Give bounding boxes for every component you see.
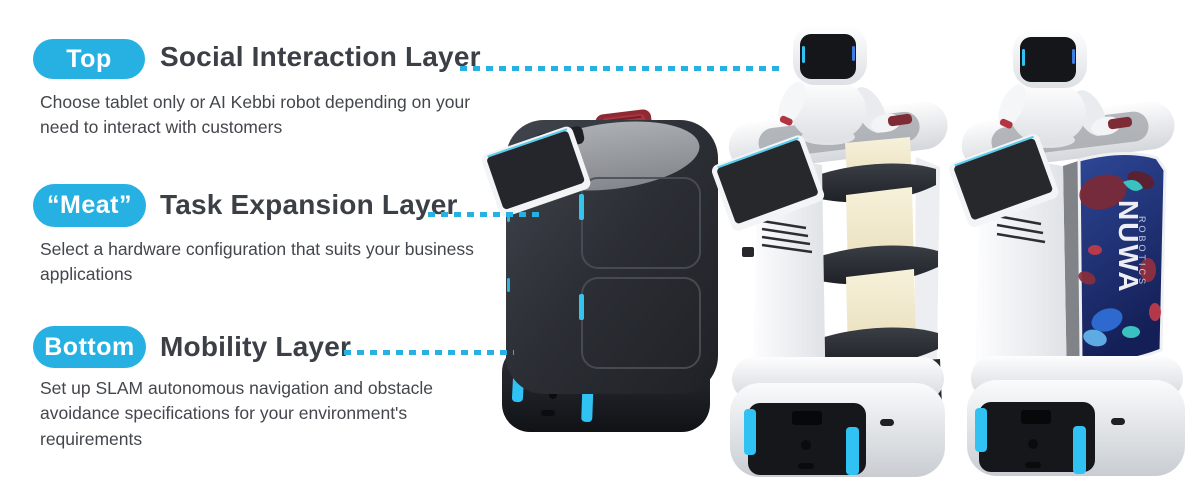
tablet bbox=[948, 134, 1059, 227]
layer-description-task-expansion: Select a hardware configuration that sui… bbox=[40, 239, 474, 285]
kebbi-robot bbox=[778, 25, 913, 145]
dotted-connector-meat bbox=[428, 212, 544, 217]
layer-description-mobility: Set up SLAM autonomous navigation and ob… bbox=[40, 378, 434, 449]
ad-panel: NUWA ROBOTICS bbox=[1077, 151, 1167, 364]
tablet bbox=[481, 126, 591, 217]
shelf-tower bbox=[812, 137, 942, 419]
mobility-base-white bbox=[730, 357, 945, 477]
robot-ad-display: NUWA ROBOTICS bbox=[948, 28, 1185, 476]
layer-badge-top: Top bbox=[33, 39, 145, 79]
kebbi-face-screen bbox=[800, 34, 856, 79]
robot-open-shelves bbox=[711, 25, 948, 477]
vent-lines bbox=[996, 214, 1046, 244]
vent-lines bbox=[761, 219, 813, 254]
kebbi-face-screen bbox=[1020, 37, 1076, 82]
tablet bbox=[711, 135, 825, 231]
robot-closed-cabinet bbox=[481, 109, 718, 432]
layer-title-task-expansion: Task Expansion Layer bbox=[160, 189, 458, 220]
layer-title-mobility: Mobility Layer bbox=[160, 331, 352, 362]
dotted-connector-bottom bbox=[344, 350, 514, 355]
ad-sub-text: ROBOTICS bbox=[1137, 216, 1147, 287]
layer-title-social-interaction: Social Interaction Layer bbox=[160, 41, 481, 72]
kebbi-robot bbox=[998, 28, 1133, 148]
layer-badge-meat: “Meat” bbox=[33, 184, 146, 227]
layer-description-social-interaction: Choose tablet only or AI Kebbi robot dep… bbox=[40, 92, 471, 138]
mobility-base-white bbox=[967, 356, 1185, 476]
layer-badge-bottom: Bottom bbox=[33, 326, 146, 368]
dotted-connector-top bbox=[460, 66, 785, 71]
ad-brand-text: NUWA bbox=[1113, 200, 1144, 294]
